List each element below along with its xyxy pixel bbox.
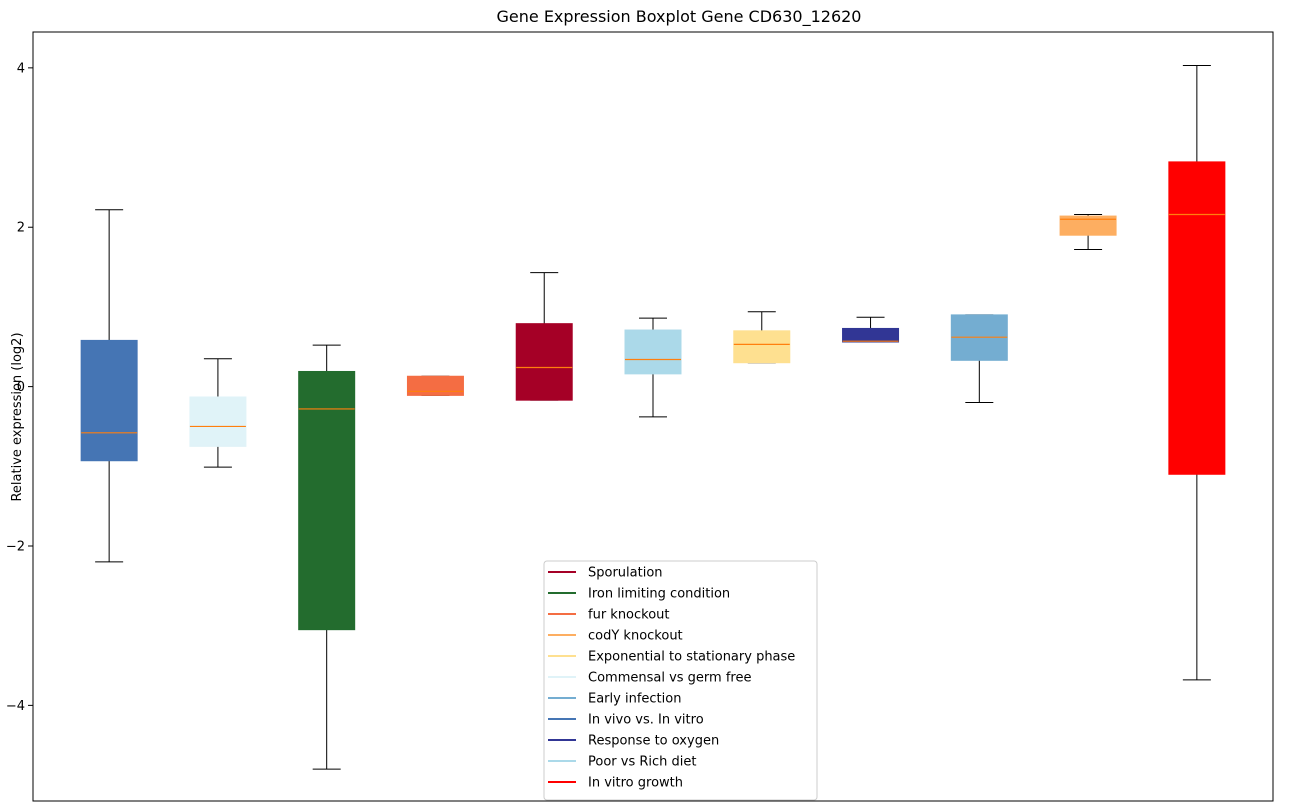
- legend-label: codY knockout: [588, 629, 683, 644]
- box-11: [1168, 64, 1226, 681]
- box-8: [842, 316, 900, 343]
- box-iqr: [298, 370, 356, 631]
- box-2: [189, 358, 247, 468]
- box-iqr: [842, 327, 900, 343]
- box-iqr: [189, 396, 247, 447]
- legend-item: Commensal vs germ free: [548, 671, 751, 686]
- box-10: [1059, 213, 1117, 251]
- legend-label: In vitro growth: [588, 776, 683, 791]
- legend-item: Sporulation: [548, 566, 663, 581]
- box-5: [515, 272, 573, 401]
- legend-item: Response to oxygen: [548, 734, 719, 749]
- legend-item: Exponential to stationary phase: [548, 650, 795, 665]
- box-iqr: [1168, 161, 1226, 475]
- box-6: [624, 317, 682, 418]
- legend-label: Exponential to stationary phase: [588, 650, 795, 665]
- box-iqr: [406, 375, 464, 396]
- legend-label: In vivo vs. In vitro: [588, 713, 704, 728]
- legend-frame: [543, 560, 818, 801]
- legend-item: In vitro growth: [548, 776, 683, 791]
- box-iqr: [733, 330, 791, 364]
- legend-label: Early infection: [588, 692, 681, 707]
- box-iqr: [624, 329, 682, 375]
- legend-item: Early infection: [548, 692, 681, 707]
- legend-item: codY knockout: [548, 629, 683, 644]
- box-9: [950, 314, 1008, 404]
- y-tick-label: −4: [6, 699, 25, 714]
- legend-item: Poor vs Rich diet: [548, 755, 696, 770]
- y-tick-label: 4: [17, 61, 25, 76]
- legend-item: In vivo vs. In vitro: [548, 713, 704, 728]
- legend-label: Sporulation: [588, 566, 663, 581]
- legend-item: Iron limiting condition: [548, 587, 730, 602]
- legend-item: fur knockout: [548, 608, 670, 623]
- plot-area-frame: [32, 31, 1274, 802]
- y-tick-label: 0: [17, 380, 25, 395]
- box-iqr: [515, 323, 573, 401]
- box-iqr: [80, 339, 138, 462]
- legend-label: fur knockout: [588, 608, 670, 623]
- chart-title: Gene Expression Boxplot Gene CD630_12620: [497, 7, 862, 27]
- y-tick-label: 2: [17, 221, 25, 236]
- box-3: [298, 344, 356, 770]
- legend-label: Response to oxygen: [588, 734, 719, 749]
- y-axis-label: Relative expression (log2): [10, 332, 25, 501]
- y-tick-label: −2: [6, 539, 25, 554]
- y-axis-ticks: 4 2 0 −2 −4: [6, 61, 33, 714]
- boxes-group: [80, 64, 1226, 770]
- box-1: [80, 209, 138, 563]
- legend-label: Poor vs Rich diet: [588, 755, 696, 770]
- box-7: [733, 311, 791, 364]
- legend-label: Commensal vs germ free: [588, 671, 751, 686]
- legend-label: Iron limiting condition: [588, 587, 730, 602]
- box-4: [406, 375, 464, 396]
- box-iqr: [1059, 215, 1117, 236]
